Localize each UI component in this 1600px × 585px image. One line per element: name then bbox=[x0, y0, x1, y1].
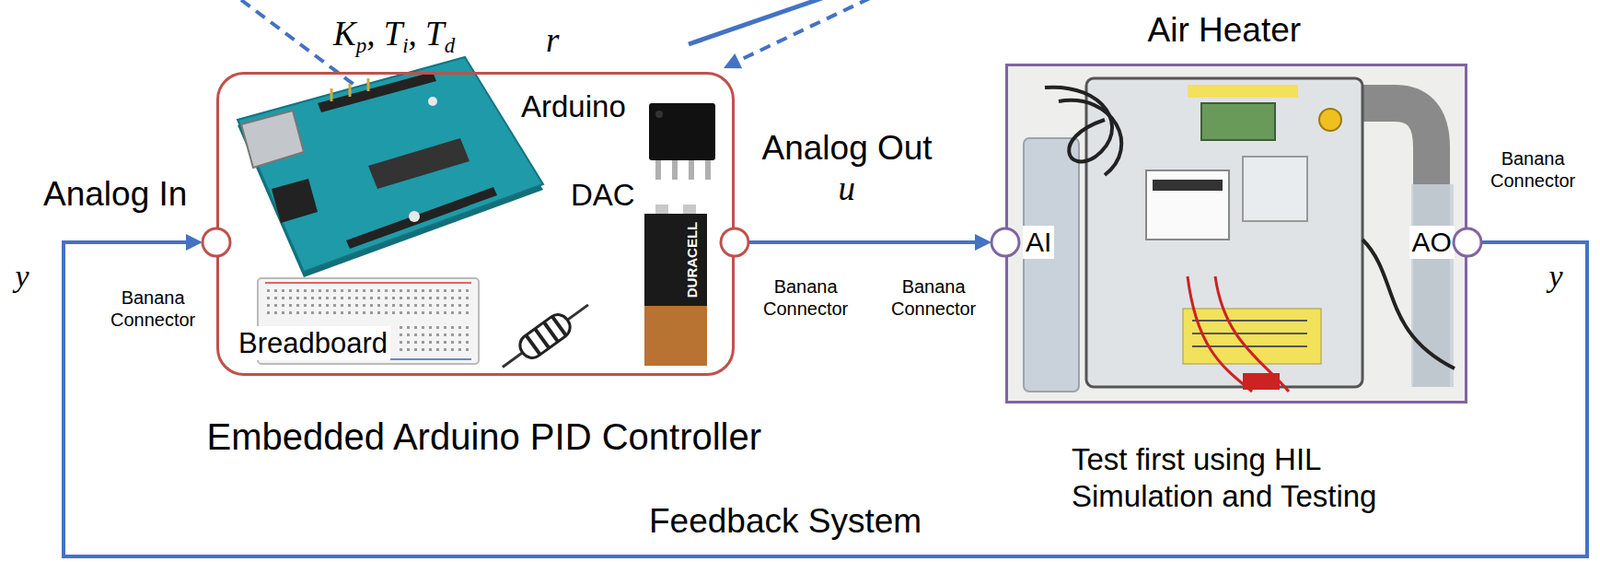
signal-name: r bbox=[545, 20, 559, 61]
signal-name: y bbox=[1549, 257, 1564, 296]
feedback-arrow bbox=[63, 233, 1588, 557]
signal-arrow bbox=[748, 233, 992, 251]
port-circle bbox=[720, 228, 749, 256]
connector-note: Banana Connector bbox=[891, 275, 976, 320]
edge-label: Feedback System bbox=[649, 500, 922, 542]
reference-arrow bbox=[723, 0, 870, 69]
part-label: DAC bbox=[568, 176, 638, 214]
part-label: Arduino bbox=[518, 88, 629, 126]
battery-brand: DURACELL bbox=[684, 221, 701, 299]
air-heater-photo bbox=[1008, 66, 1465, 401]
dac-chip bbox=[649, 103, 716, 180]
port-circle bbox=[991, 228, 1020, 256]
controller-box: ArduinoDACBreadboardEmbedded Arduino PID… bbox=[216, 71, 735, 376]
signal-name: y bbox=[15, 257, 30, 296]
connector-note: Banana Connector bbox=[110, 286, 196, 331]
part-label: Breadboard bbox=[235, 325, 391, 360]
port-label: AI bbox=[1022, 225, 1055, 259]
port-circle bbox=[202, 228, 231, 256]
parameter-arrow bbox=[241, 0, 383, 107]
port-name: Analog Out bbox=[762, 127, 933, 169]
battery bbox=[644, 204, 708, 366]
parameter-label: Kp, Ti, Td bbox=[333, 13, 455, 59]
note-text: Test first using HIL Simulation and Test… bbox=[1071, 440, 1440, 514]
port-label: AO bbox=[1409, 225, 1455, 259]
plant-box: Air HeaterAIAO bbox=[1005, 63, 1468, 404]
resistor-symbol bbox=[495, 294, 595, 377]
reference-line bbox=[688, 0, 823, 45]
connector-note: Banana Connector bbox=[1490, 147, 1576, 192]
port-name: Analog In bbox=[43, 173, 187, 215]
port-circle bbox=[1453, 228, 1482, 256]
signal-name: u bbox=[838, 168, 857, 209]
arduino-board bbox=[237, 57, 544, 278]
box-heading: Embedded Arduino PID Controller bbox=[207, 414, 763, 459]
box-heading: Air Heater bbox=[1147, 10, 1302, 51]
connector-note: Banana Connector bbox=[763, 275, 848, 320]
